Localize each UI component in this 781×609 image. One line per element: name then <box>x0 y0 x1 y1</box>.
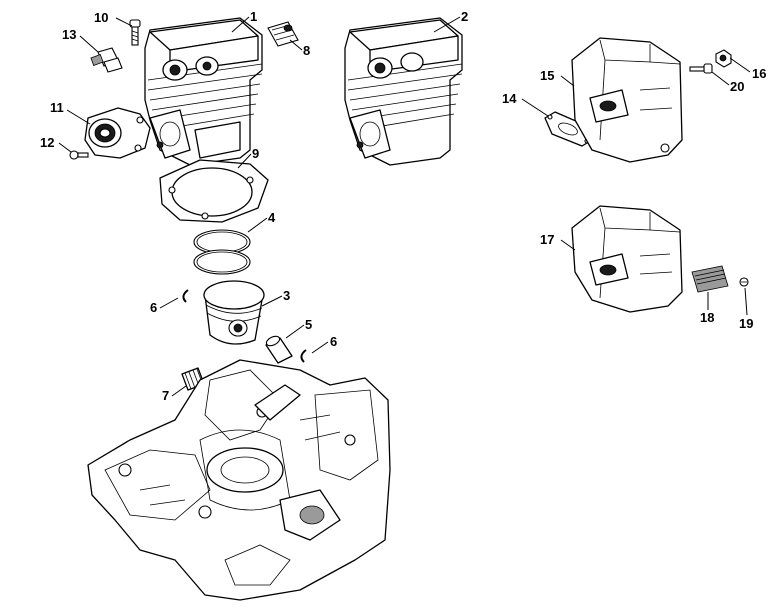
part-5-piston-pin <box>265 335 293 364</box>
part-17-muffler <box>571 205 683 313</box>
part-4-piston-rings <box>193 229 251 275</box>
label-part-1: 1 <box>250 9 257 24</box>
part-number-labels: 1 2 3 4 5 6 6 7 8 9 10 11 12 13 14 15 16… <box>40 9 766 403</box>
part-10-screw <box>129 19 141 46</box>
part-13-valve <box>90 47 123 73</box>
label-part-15: 15 <box>540 68 554 83</box>
crankcase-illustration <box>87 359 391 601</box>
label-part-13: 13 <box>62 27 76 42</box>
label-part-10: 10 <box>94 10 108 25</box>
label-part-8: 8 <box>303 43 310 58</box>
cylinder-1-illustration <box>144 17 263 166</box>
label-part-2: 2 <box>461 9 468 24</box>
label-part-4: 4 <box>268 210 276 225</box>
part-20-screw <box>689 63 713 74</box>
part-11-intake-flange <box>84 107 151 159</box>
label-part-17: 17 <box>540 232 554 247</box>
label-part-7: 7 <box>162 388 169 403</box>
part-16-nut <box>715 49 732 68</box>
label-part-20: 20 <box>730 79 744 94</box>
part-6-circlip-b <box>300 349 307 363</box>
part-12-screw <box>69 150 89 160</box>
part-6-circlip-a <box>182 289 189 303</box>
part-9-cylinder-gasket <box>159 159 269 223</box>
label-part-6-a: 6 <box>150 300 157 315</box>
label-part-9: 9 <box>252 146 259 161</box>
part-15-muffler <box>571 37 683 163</box>
label-part-19: 19 <box>739 316 753 331</box>
label-part-6-b: 6 <box>330 334 337 349</box>
label-part-14: 14 <box>502 91 517 106</box>
part-18-spark-arrestor <box>691 265 729 293</box>
cylinder-2-illustration <box>344 17 463 166</box>
label-part-16: 16 <box>752 66 766 81</box>
label-part-18: 18 <box>700 310 714 325</box>
label-part-5: 5 <box>305 317 312 332</box>
label-part-12: 12 <box>40 135 54 150</box>
label-part-11: 11 <box>50 100 64 115</box>
part-19-screw <box>739 277 749 287</box>
label-part-3: 3 <box>283 288 290 303</box>
part-3-piston <box>203 280 265 345</box>
leader-lines <box>58 16 751 397</box>
